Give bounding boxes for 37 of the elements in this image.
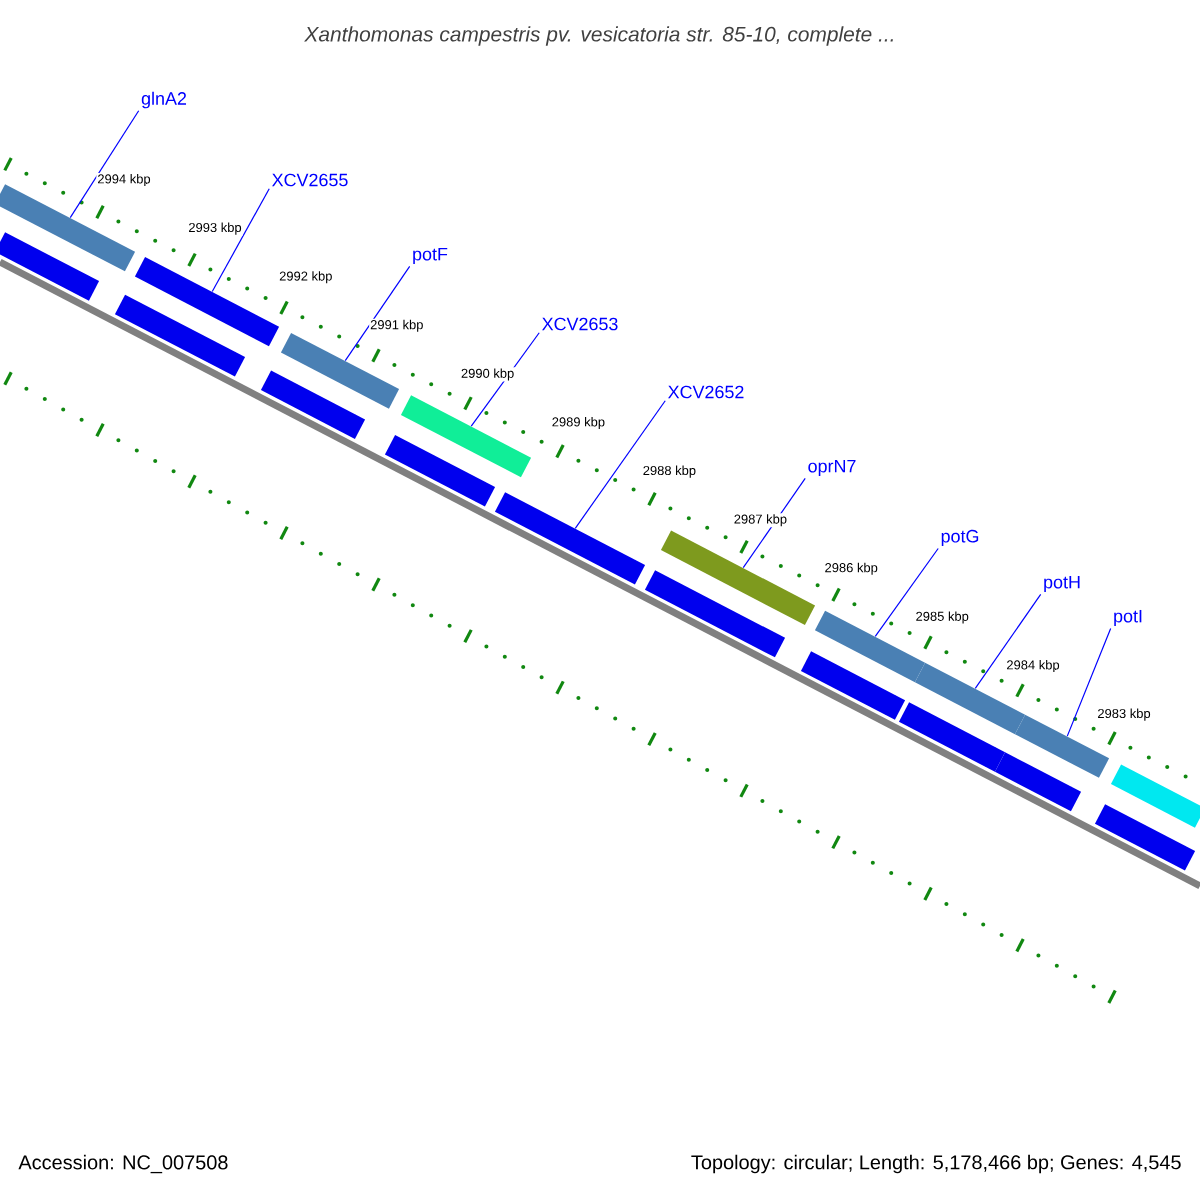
gene-bar xyxy=(0,184,136,272)
gene-bar xyxy=(1110,764,1200,828)
leader-line xyxy=(974,593,1042,689)
gene-bar xyxy=(0,232,100,301)
gene-bar xyxy=(1094,804,1196,871)
gene-bar xyxy=(644,570,786,658)
gene-bar xyxy=(260,370,366,439)
leader-line xyxy=(574,400,666,529)
gene-bar xyxy=(280,332,400,409)
gene-label: glnA2 xyxy=(141,91,186,109)
leader-line xyxy=(874,547,939,637)
gene-bar xyxy=(494,492,646,585)
leader-line xyxy=(69,110,140,219)
leader-line xyxy=(344,265,411,362)
gene-label: XCV2653 xyxy=(542,317,618,331)
gene-bar xyxy=(384,435,496,507)
gene-label: potG xyxy=(941,529,979,547)
gene-label: potH xyxy=(1044,575,1080,593)
gene-label: XCV2652 xyxy=(668,385,744,399)
leader-line xyxy=(1066,627,1112,737)
gene-bar xyxy=(660,530,816,625)
gene-bar xyxy=(994,752,1082,812)
footer-text: Accession: NC_007508 xyxy=(18,1154,228,1174)
gene-bar xyxy=(800,651,906,720)
gene-label: oprN7 xyxy=(808,459,856,477)
gene-bar xyxy=(114,294,246,377)
gene-bar xyxy=(134,257,280,347)
footer-text: Topology: circular; Length: 5,178,466 bp; Genes: 4,545 xyxy=(691,1154,1181,1174)
gene-label: potI xyxy=(1114,609,1142,627)
gene-bar xyxy=(898,702,1006,772)
gene-label: XCV2655 xyxy=(272,173,348,187)
gene-bar xyxy=(1014,714,1110,778)
leader-line xyxy=(470,332,540,427)
leader-line xyxy=(211,188,270,293)
gene-label: potF xyxy=(413,247,448,265)
title: Xanthomonas campestris pv. vesicatoria str. 85-10, complete ... xyxy=(304,26,893,46)
gene-bar xyxy=(400,395,532,478)
